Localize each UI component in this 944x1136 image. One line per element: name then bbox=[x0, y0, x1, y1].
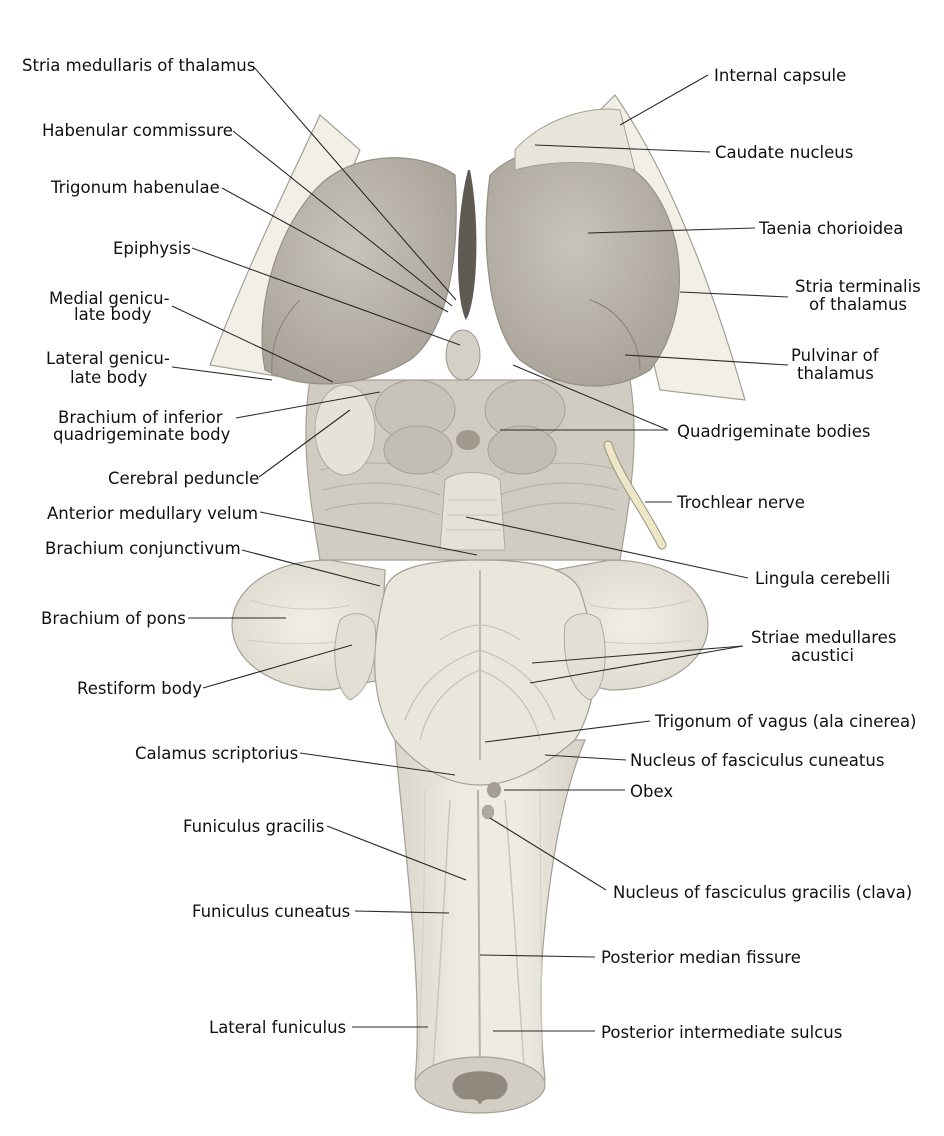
spinal-cord-shape bbox=[394, 739, 586, 1114]
right-labels: Internal capsule Caudate nucleus Taenia … bbox=[601, 66, 921, 1042]
label-trigonum-habenulae: Trigonum habenulae bbox=[50, 178, 220, 197]
leader-lines bbox=[171, 65, 789, 1032]
thalamus-shapes bbox=[209, 94, 746, 401]
trochlear-nerve-shape bbox=[603, 440, 667, 550]
label-habenular-commissure: Habenular commissure bbox=[42, 121, 233, 140]
label-posterior-median-fissure: Posterior median fissure bbox=[601, 948, 801, 967]
label-anterior-medullary-velum: Anterior medullary velum bbox=[47, 504, 258, 523]
label-funiculus-cuneatus: Funiculus cuneatus bbox=[192, 902, 350, 921]
label-quadrigeminate-bodies: Quadrigeminate bodies bbox=[677, 422, 871, 441]
label-internal-capsule: Internal capsule bbox=[714, 66, 846, 85]
label-brachium-conjunctivum: Brachium conjunctivum bbox=[45, 539, 241, 558]
label-brachium-inferior-2: quadrigeminate body bbox=[53, 425, 231, 444]
label-lateral-geniculate-2: late body bbox=[70, 368, 148, 387]
label-nucleus-gracilis: Nucleus of fasciculus gracilis (clava) bbox=[613, 883, 912, 902]
label-funiculus-gracilis: Funiculus gracilis bbox=[183, 817, 324, 836]
label-epiphysis: Epiphysis bbox=[113, 239, 191, 258]
label-pulvinar-1: Pulvinar of bbox=[791, 346, 880, 365]
label-lateral-geniculate-1: Lateral genicu- bbox=[46, 349, 170, 368]
label-trochlear-nerve: Trochlear nerve bbox=[676, 493, 805, 512]
label-stria-terminalis-2: of thalamus bbox=[809, 295, 907, 314]
label-calamus-scriptorius: Calamus scriptorius bbox=[135, 744, 298, 763]
label-pulvinar-2: thalamus bbox=[797, 364, 874, 383]
label-brachium-pons: Brachium of pons bbox=[41, 609, 186, 628]
rhomboid-fossa bbox=[334, 559, 606, 819]
label-obex: Obex bbox=[630, 782, 673, 801]
label-lateral-funiculus: Lateral funiculus bbox=[209, 1018, 346, 1037]
label-stria-terminalis-1: Stria terminalis bbox=[795, 277, 921, 296]
label-stria-medullaris-thalamus: Stria medullaris of thalamus bbox=[22, 56, 255, 75]
label-restiform-body: Restiform body bbox=[77, 679, 202, 698]
label-lingula-cerebelli: Lingula cerebelli bbox=[755, 569, 890, 588]
label-posterior-intermediate-sulcus: Posterior intermediate sulcus bbox=[601, 1023, 842, 1042]
label-medial-geniculate-2: late body bbox=[74, 305, 152, 324]
label-brachium-inferior-1: Brachium of inferior bbox=[58, 408, 223, 427]
midbrain-region bbox=[305, 379, 635, 561]
label-striae-medullares-1: Striae medullares bbox=[751, 628, 896, 647]
label-caudate-nucleus: Caudate nucleus bbox=[715, 143, 853, 162]
label-striae-medullares-2: acustici bbox=[791, 646, 854, 665]
label-trigonum-vagus: Trigonum of vagus (ala cinerea) bbox=[654, 712, 917, 731]
label-taenia-chorioidea: Taenia chorioidea bbox=[758, 219, 903, 238]
quadrigeminate-bodies-shape bbox=[374, 379, 566, 475]
label-cerebral-peduncle: Cerebral peduncle bbox=[108, 469, 259, 488]
label-medial-geniculate-1: Medial genicu- bbox=[49, 289, 170, 308]
label-nucleus-cuneatus: Nucleus of fasciculus cuneatus bbox=[630, 751, 884, 770]
left-labels: Stria medullaris of thalamus Habenular c… bbox=[22, 56, 350, 1037]
